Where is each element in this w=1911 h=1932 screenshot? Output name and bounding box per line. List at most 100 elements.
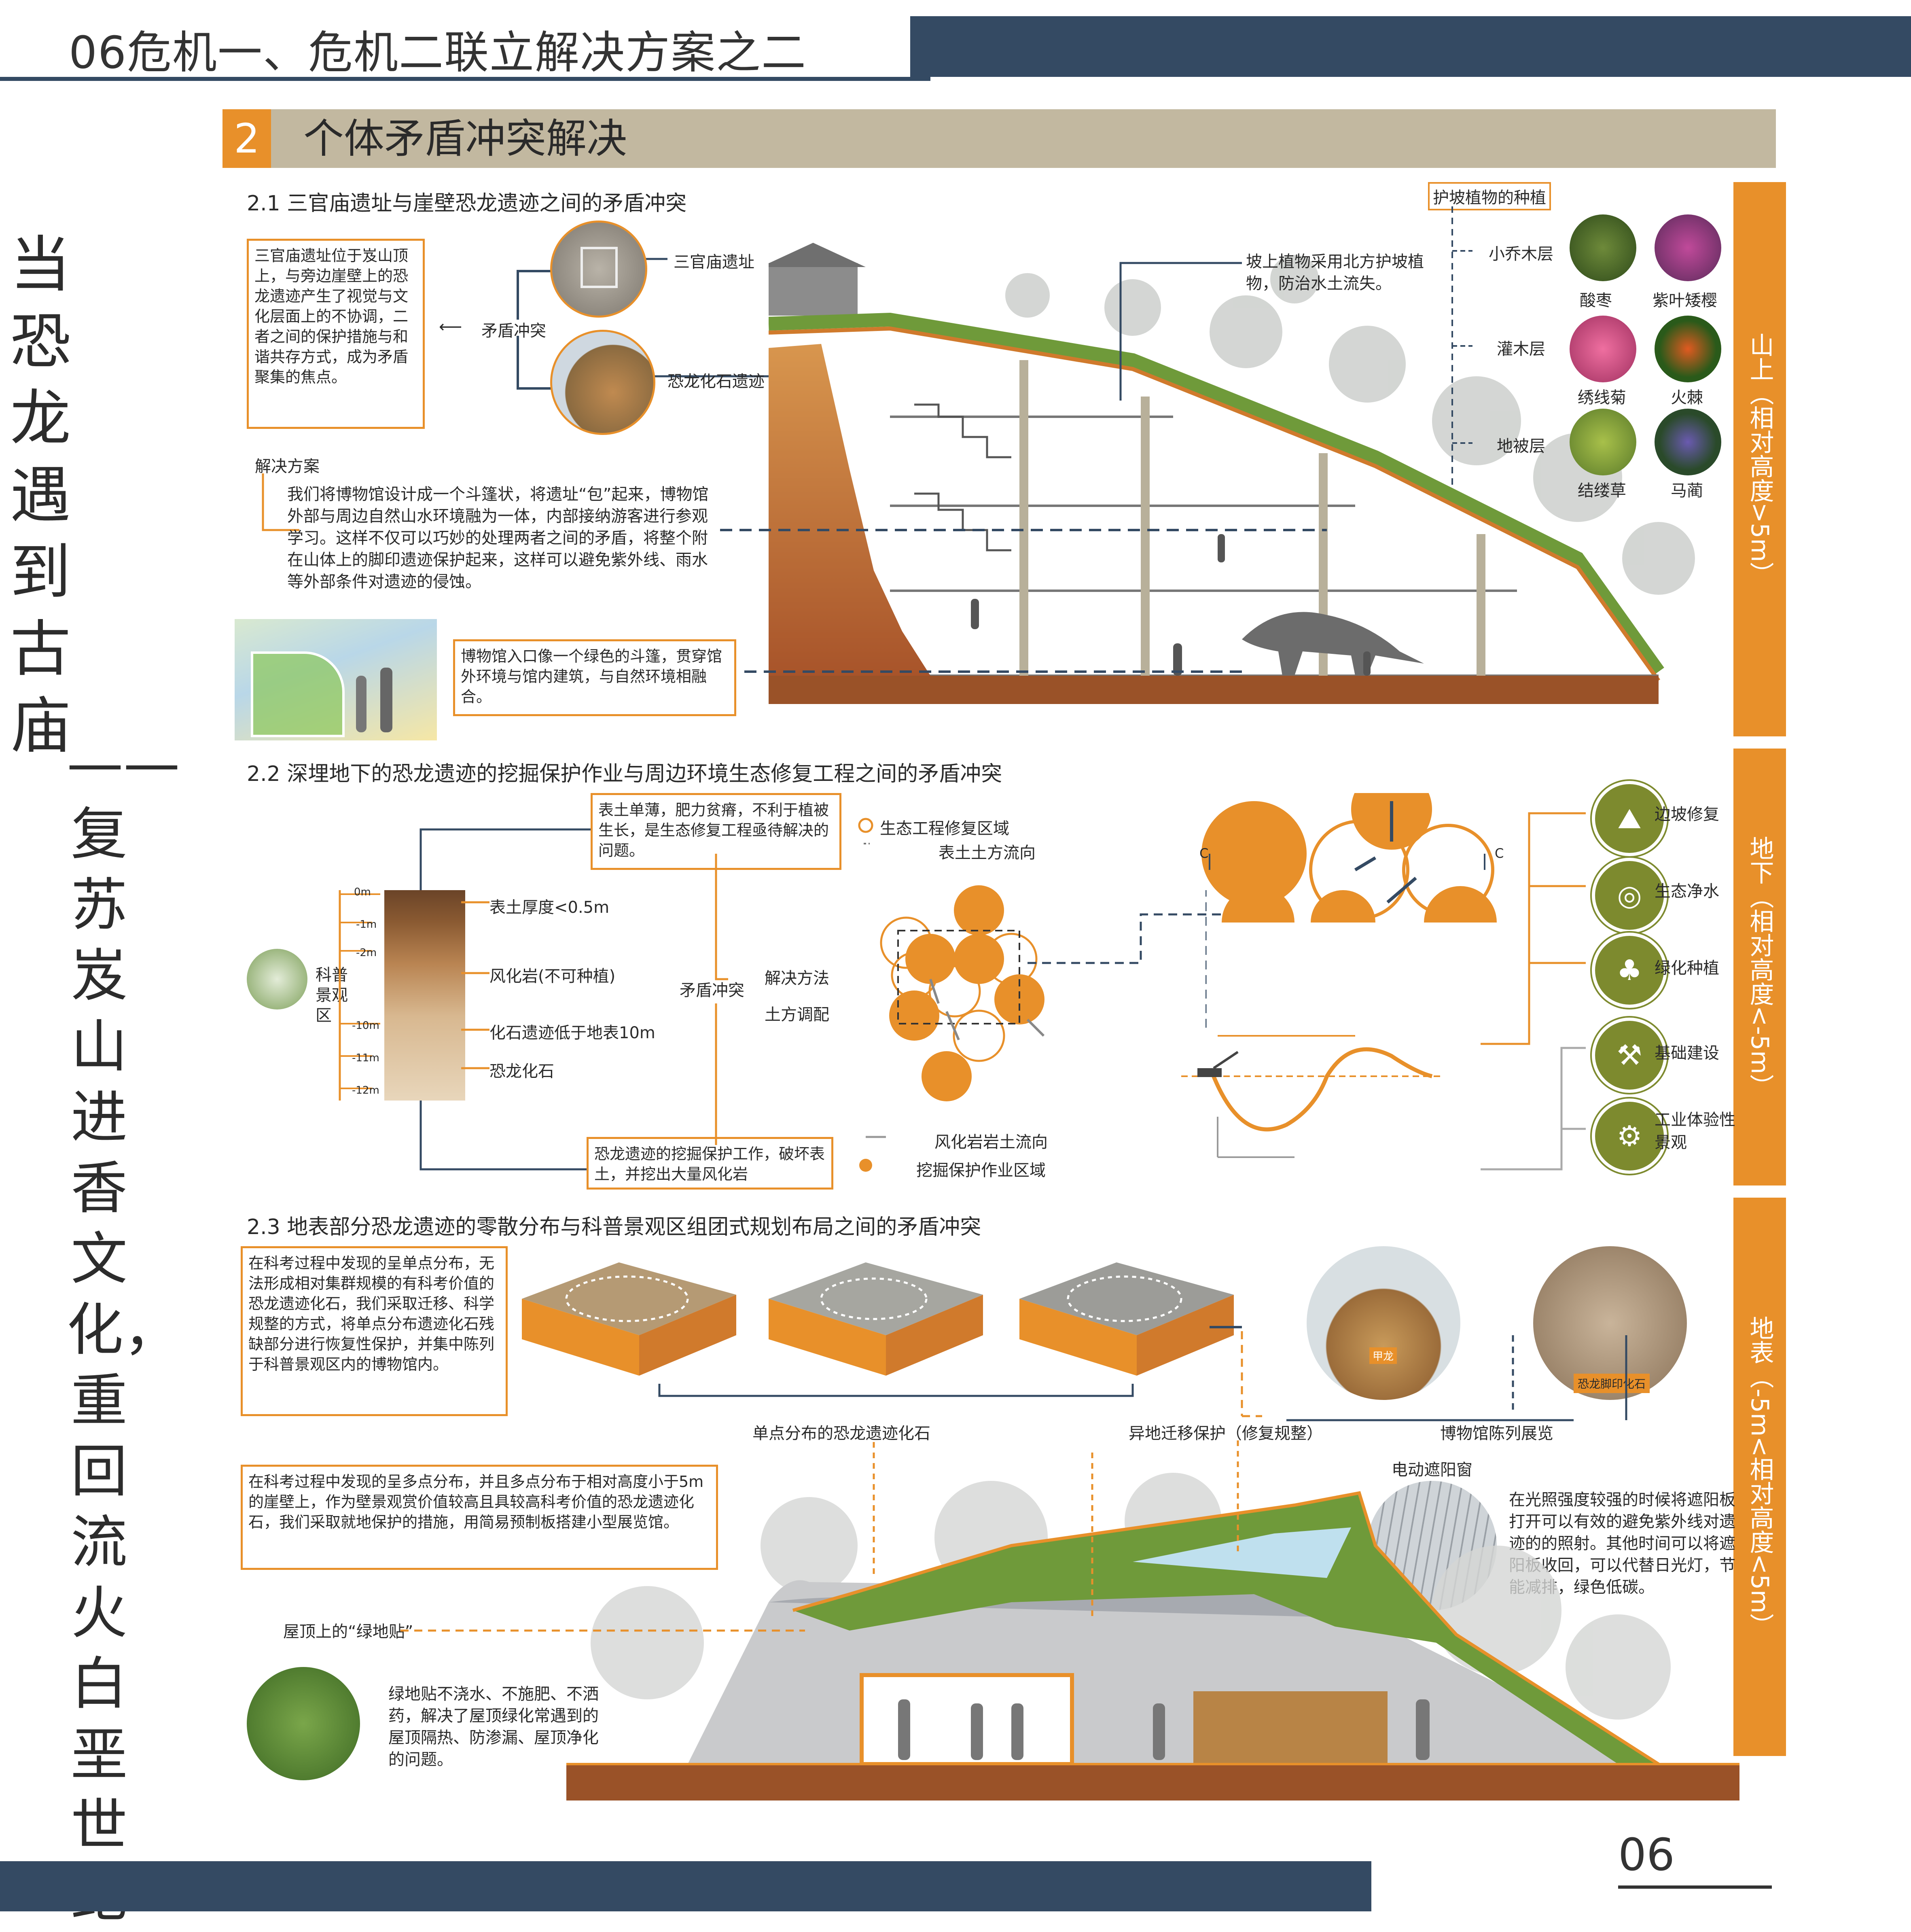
section-mark-c: C — [1495, 846, 1504, 861]
solution-text: 我们将博物馆设计成一个斗篷状，将遗址“包”起来，博物馆外部与周边自然山水环境融为… — [287, 485, 709, 591]
icon-label: 绿化种植 — [1655, 959, 1719, 978]
conflict-label-2-2: 矛盾冲突 — [680, 981, 744, 1000]
plant-name: 马蔺 — [1671, 481, 1703, 500]
soil-layer-label: 化石遗迹低于地表10m — [489, 1024, 655, 1042]
cc-section-circles — [1201, 793, 1497, 923]
plant-photo-iris — [1655, 409, 1721, 475]
side-tab-underground: 地下（相对高度<-5m） — [1733, 749, 1786, 1185]
section-number: 2 — [222, 109, 271, 168]
relocation-label: 异地迁移保护（修复规整） — [1129, 1424, 1323, 1443]
tree-planting-icon: ♣ — [1592, 933, 1667, 1008]
fossil-label: 恐龙化石遗迹 — [667, 372, 765, 391]
depth-tick: -12m — [352, 1084, 379, 1096]
plant-photo-purple-cherry — [1655, 214, 1721, 281]
museum-display-label: 博物馆陈列展览 — [1440, 1424, 1553, 1443]
section-mark-c: C — [1199, 846, 1209, 861]
page-title: 06危机一、危机二联立解决方案之二 — [69, 27, 807, 78]
conflict-label: 矛盾冲突 — [481, 322, 546, 340]
depth-tick: -1m — [356, 918, 377, 931]
water-purify-icon: ◎ — [1592, 858, 1667, 933]
soil-layer-label: 风化岩(不可种植) — [489, 967, 616, 986]
footer-bar — [0, 1861, 1371, 1911]
plant-name: 火棘 — [1671, 388, 1703, 407]
industry-icon: ⚙ — [1592, 1099, 1667, 1174]
vertical-subtitle: ——复苏岌山进香文化，重回流火白垩世纪 — [67, 731, 180, 1930]
plant-name: 绣线菊 — [1578, 388, 1626, 407]
plant-name: 酸枣 — [1580, 291, 1612, 310]
depth-tick: -11m — [352, 1052, 379, 1064]
entrance-box: 博物馆入口像一个绿色的斗篷，贯穿馆外环境与馆内建筑，与自然环境相融合。 — [453, 639, 736, 716]
planting-title: 护坡植物的种植 — [1428, 182, 1551, 210]
slope-repair-icon: ⛰ — [1592, 781, 1667, 856]
legend-excavation-area: 挖掘保护作业区域 — [916, 1161, 1046, 1180]
plant-photo-jujube — [1570, 214, 1636, 281]
plant-photo-spiraea — [1570, 316, 1636, 382]
section-title: 个体矛盾冲突解决 — [303, 115, 627, 162]
planting-tree-lines — [1451, 206, 1472, 490]
science-area-map — [247, 949, 307, 1009]
temple-label: 三官庙遗址 — [674, 253, 754, 271]
soil-layer-label: 恐龙化石 — [489, 1062, 554, 1081]
soil-profile-column — [384, 890, 465, 1101]
legend-rock-flow: 风化岩岩土流向 — [934, 1133, 1048, 1152]
plant-photo-firethorn — [1655, 316, 1721, 382]
dashed-leaders — [720, 529, 1327, 673]
soil-connector-lines — [419, 828, 728, 1171]
single-point-box: 在科考过程中发现的呈单点分布，无法形成相对集群规模的有科考价值的恐龙遗迹化石，我… — [241, 1246, 508, 1416]
solution-bracket — [262, 473, 299, 531]
depth-ruler — [339, 890, 380, 1101]
icon-label: 边坡修复 — [1655, 805, 1719, 824]
earthwork-circle-diagram — [858, 818, 1045, 1172]
icon-label: 工业体验性景观 — [1655, 1111, 1735, 1152]
entrance-photo — [235, 619, 437, 740]
earthwork-label: 土方调配 — [765, 1005, 829, 1024]
vertical-title: 当恐龙遇到古庙 — [10, 230, 71, 761]
roof-label: 屋顶上的“绿地贴” — [283, 1622, 413, 1641]
soil-layer-label: 表土厚度<0.5m — [489, 898, 610, 917]
circle-diagram-leader — [1028, 913, 1226, 964]
pavilion-cross-section — [566, 1440, 1739, 1801]
plant-photo-zoysia — [1570, 409, 1636, 475]
solution-title: 解决方案 — [255, 457, 320, 476]
slope-leader — [1119, 262, 1242, 401]
page-number: 06 — [1618, 1829, 1675, 1881]
legend-topsoil-flow: 表土土方流向 — [939, 844, 1036, 862]
green-mat-photo — [247, 1667, 360, 1780]
display-leaders — [1241, 1331, 1627, 1421]
method-label: 解决方法 — [765, 969, 829, 988]
section-bar — [222, 109, 1776, 168]
side-tab-mountain: 山上（相对高度>5m） — [1733, 182, 1786, 736]
layer-shrub: 灌木层 — [1497, 340, 1545, 358]
roof-leader — [400, 1629, 805, 1632]
heading-2-1: 2.1 三官庙遗址与崖壁恐龙遗迹之间的矛盾冲突 — [247, 191, 687, 216]
plant-name: 结缕草 — [1578, 481, 1626, 500]
museum-model-photo — [1307, 1246, 1460, 1400]
temple-site-photo — [550, 221, 647, 318]
shade-window-label: 电动遮阳窗 — [1392, 1461, 1472, 1479]
fossil-site-photo — [550, 330, 655, 435]
roof-text: 绿地贴不浇水、不施肥、不洒药，解决了屋顶绿化常遇到的屋顶隔热、防渗漏、屋顶净化的… — [388, 1685, 599, 1769]
depth-tick: -2m — [356, 947, 377, 959]
single-fossil-label: 单点分布的恐龙遗迹化石 — [752, 1424, 930, 1443]
excavation-wave-section — [1181, 1035, 1440, 1158]
side-tab-surface: 地表（-5m<相对高度<5m） — [1733, 1198, 1786, 1756]
soil-layer-pointers — [461, 901, 489, 1069]
header-underline — [0, 77, 930, 81]
conflict-box-2-1: 三官庙遗址位于岌山顶上，与旁边崖壁上的恐龙遗迹产生了视觉与文化层面上的不协调，二… — [247, 239, 425, 429]
excavation-box: 恐龙遗迹的挖掘保护工作，破坏表土，并挖出大量风化岩 — [587, 1137, 833, 1190]
page-number-underline — [1618, 1885, 1772, 1889]
layer-small-tree: 小乔木层 — [1489, 245, 1553, 263]
construction-icon: ⚒ — [1592, 1018, 1667, 1093]
topsoil-box: 表土单薄，肥力贫瘠，不利于植被生长，是生态修复工程亟待解决的问题。 — [591, 793, 841, 870]
heading-2-2: 2.2 深埋地下的恐龙遗迹的挖掘保护作业与周边环境生态修复工程之间的矛盾冲突 — [247, 762, 1002, 786]
multi-point-box: 在科考过程中发现的呈多点分布，并且多点分布于相对高度小于5m的崖壁上，作为壁景观… — [241, 1465, 718, 1570]
icon-label: 基础建设 — [1655, 1044, 1719, 1062]
slope-text: 坡上植物采用北方护坡植物，防治水土流失。 — [1246, 252, 1424, 293]
footprint-label: 恐龙脚印化石 — [1574, 1374, 1650, 1393]
legend-eco-area: 生态工程修复区域 — [880, 819, 1009, 838]
depth-tick: 0m — [354, 886, 371, 898]
fossil-slabs — [522, 1262, 1242, 1397]
plant-name: 紫叶矮樱 — [1653, 291, 1717, 310]
header-bar — [910, 16, 1911, 77]
arrow-left-icon: ⟵ — [439, 318, 462, 336]
